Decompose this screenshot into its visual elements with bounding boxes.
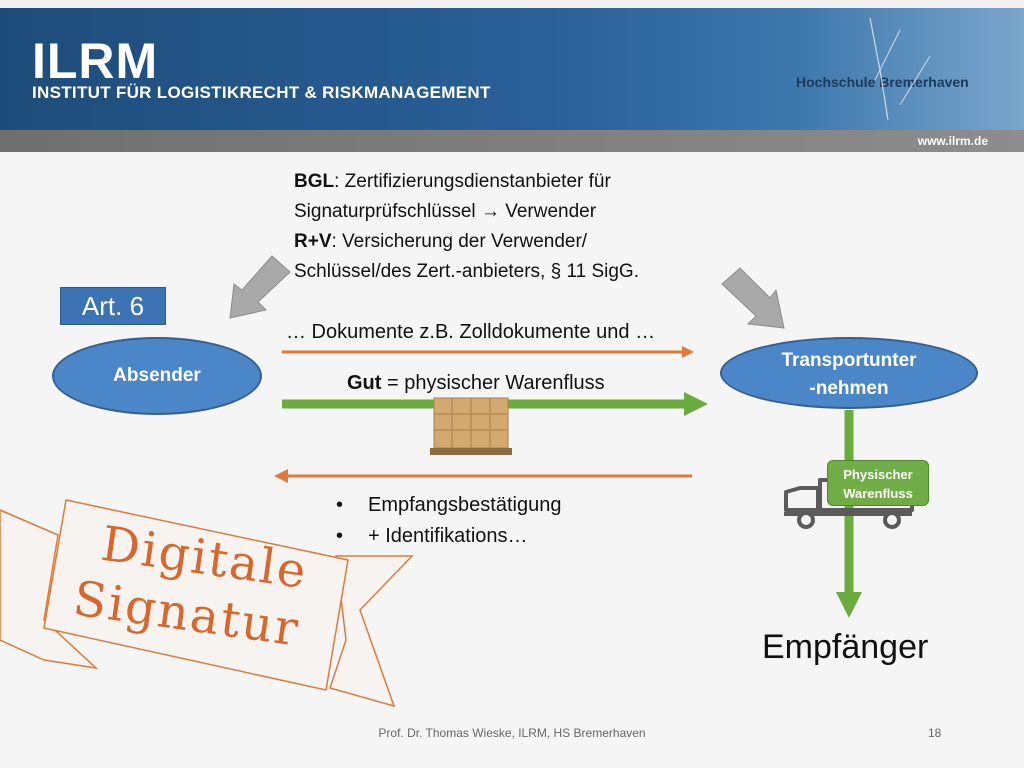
header-blue-band — [0, 8, 1024, 130]
callout-text: BGL: Zertifizierungsdienstanbieter für S… — [294, 167, 639, 287]
user-text: Verwender — [499, 201, 597, 222]
physical-flow-line1: Physischer — [843, 467, 913, 482]
goods-arrow-head — [684, 392, 708, 416]
goods-label: Gut = physischer Warenfluss — [347, 372, 605, 395]
page-number: 18 — [928, 726, 942, 740]
pallet-boxes-icon — [430, 397, 512, 455]
carrier-line2: -nehmen — [809, 378, 889, 399]
rv-label: R+V — [294, 231, 332, 252]
ilrm-logo: ILRM — [32, 33, 159, 89]
bgl-label: BGL — [294, 171, 335, 192]
carrier-line1: Transportunter — [781, 350, 917, 371]
list-item: + Identifikations… — [336, 521, 561, 552]
signature-key-text: Signaturprüfschlüssel — [294, 201, 476, 222]
gray-arrow-right — [721, 267, 785, 329]
list-item: Empfangsbestätigung — [336, 490, 561, 521]
sigg-text: Schlüssel/des Zert.-anbieters, § 11 SigG… — [294, 261, 639, 282]
recipient-label: Empfänger — [762, 628, 929, 666]
physical-flow-arrow-head — [836, 592, 862, 618]
documents-arrow-head — [682, 346, 694, 358]
gray-arrow-left — [229, 255, 291, 319]
documents-label: … Dokumente z.B. Zolldokumente und … — [286, 321, 656, 343]
goods-rest: = physischer Warenfluss — [381, 372, 605, 394]
physical-flow-box: Physischer Warenfluss — [827, 460, 929, 506]
sender-node: Absender — [52, 337, 262, 415]
arrow-right-icon: → — [480, 201, 500, 222]
digital-signature-ribbon — [0, 499, 414, 708]
return-arrow-head — [274, 469, 288, 483]
rv-text: : Versicherung der Verwender/ — [331, 231, 588, 252]
website-url: www.ilrm.de — [917, 134, 988, 148]
physical-flow-line2: Warenfluss — [843, 486, 913, 501]
header-gray-band — [0, 130, 1024, 152]
carrier-node: Transportunter -nehmen — [720, 337, 978, 409]
footer-author: Prof. Dr. Thomas Wieske, ILRM, HS Bremer… — [378, 726, 646, 740]
art-6-label: Art. 6 — [60, 287, 166, 325]
return-bullet-list: Empfangsbestätigung + Identifikations… — [336, 490, 561, 552]
bgl-text: : Zertifizierungsdienstanbieter für — [334, 171, 611, 192]
ilrm-subtitle: INSTITUT FÜR LOGISTIKRECHT & RISKMANAGEM… — [32, 83, 491, 102]
goods-bold: Gut — [347, 372, 382, 394]
